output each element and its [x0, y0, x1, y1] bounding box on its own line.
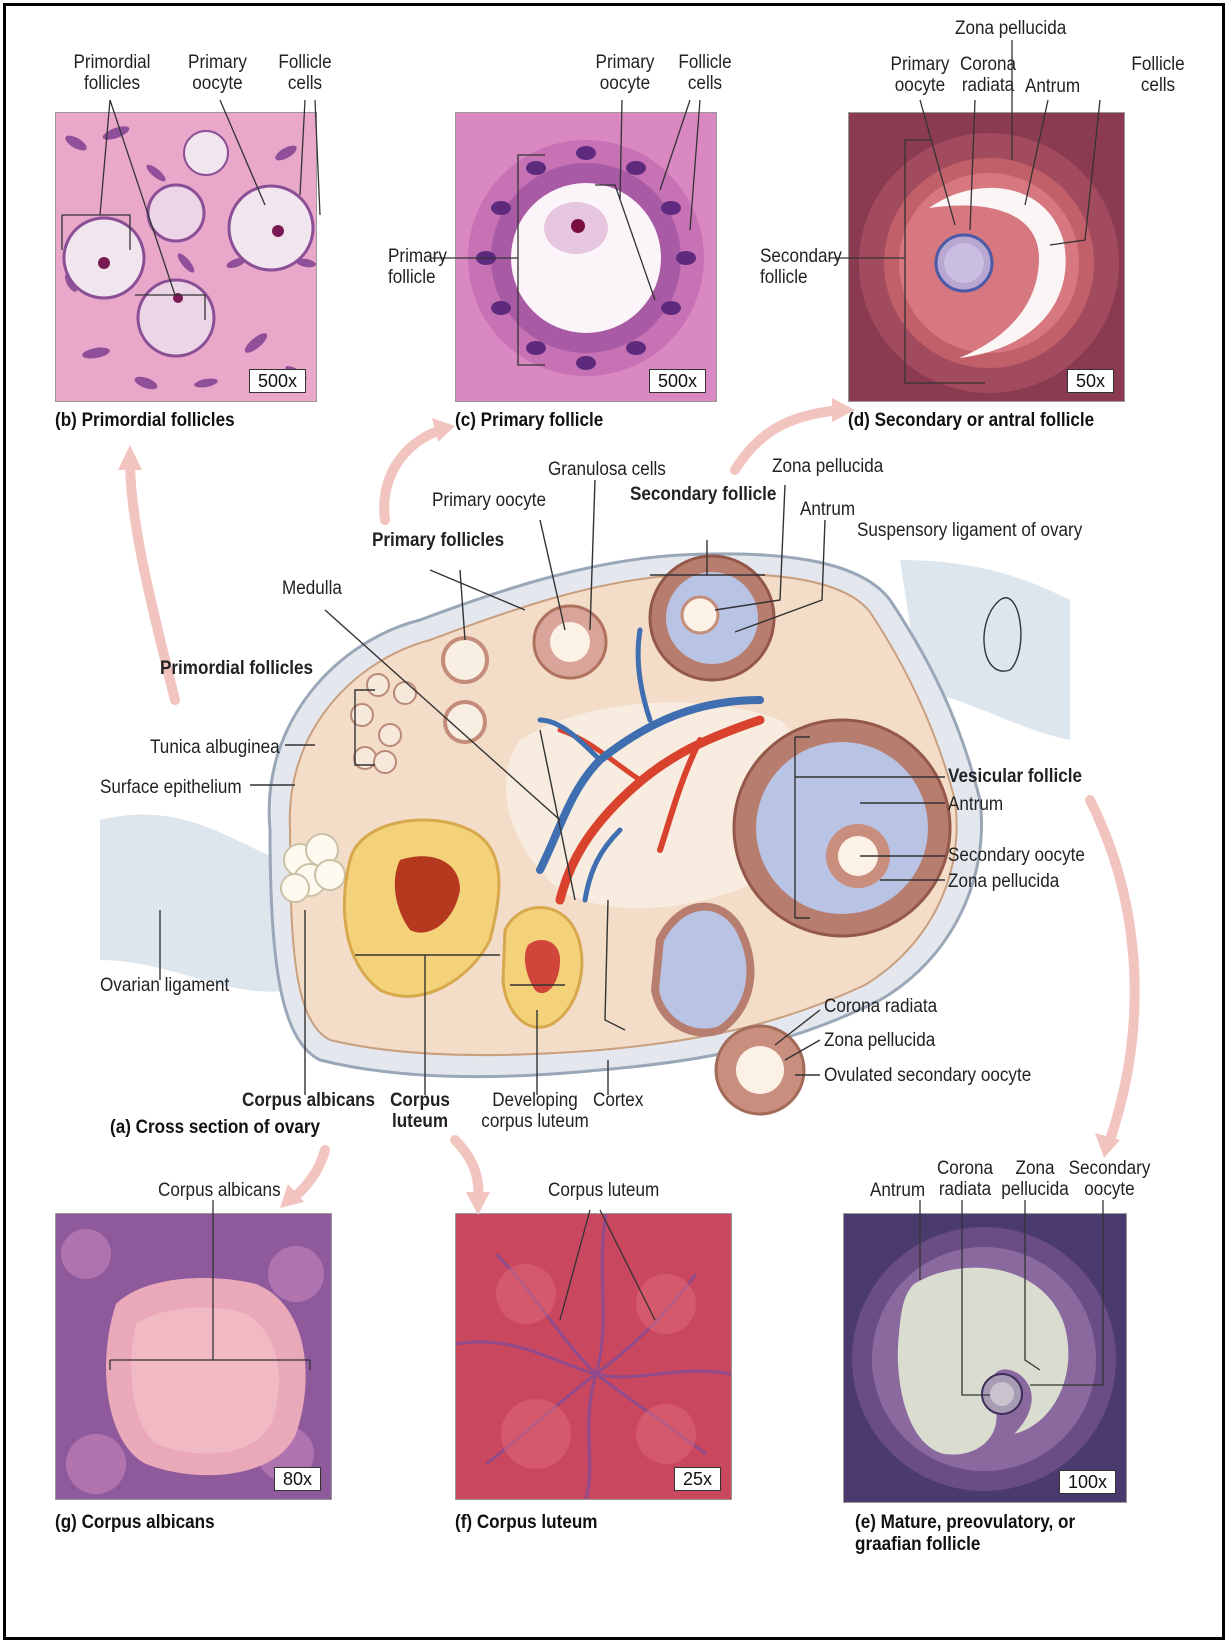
label-ovulated-secondary-oocyte: Ovulated secondary oocyte	[824, 1065, 1031, 1086]
label-secondary-follicle-ovary: Secondary follicle	[630, 484, 776, 505]
caption-b: (b) Primordial follicles	[55, 410, 235, 432]
label-ovarian-ligament: Ovarian ligament	[100, 975, 229, 996]
label-primary-oocyte-ovary: Primary oocyte	[432, 490, 546, 511]
label-antrum-top: Antrum	[800, 499, 855, 520]
label-developing-corpus-luteum: Developing corpus luteum	[472, 1090, 598, 1132]
caption-e: (e) Mature, preovulatory, or graafian fo…	[855, 1512, 1075, 1556]
label-corona-radiata-d: Corona radiata	[952, 54, 1024, 96]
label-follicle-cells-d: Follicle cells	[1122, 54, 1194, 96]
label-secondary-oocyte-right: Secondary oocyte	[948, 845, 1085, 866]
label-cortex: Cortex	[593, 1090, 643, 1111]
label-zona-pellucida-d: Zona pellucida	[955, 18, 1066, 39]
label-primary-oocyte-b: Primary oocyte	[175, 52, 261, 94]
label-antrum-right: Antrum	[948, 794, 1003, 815]
label-follicle-cells-c: Follicle cells	[669, 52, 741, 94]
label-vesicular-follicle: Vesicular follicle	[948, 766, 1082, 787]
label-tunica-albuginea: Tunica albuginea	[150, 737, 280, 758]
label-secondary-oocyte-e: Secondary oocyte	[1067, 1158, 1153, 1200]
caption-a: (a) Cross section of ovary	[110, 1117, 320, 1139]
label-zona-pellucida-top: Zona pellucida	[772, 456, 883, 477]
label-zona-pellucida-e: Zona pellucida	[999, 1158, 1071, 1200]
label-antrum-e: Antrum	[870, 1180, 925, 1201]
label-primordial-follicles-ovary: Primordial follicles	[160, 658, 313, 679]
caption-g: (g) Corpus albicans	[55, 1512, 215, 1534]
caption-d: (d) Secondary or antral follicle	[848, 410, 1094, 432]
label-granulosa-cells: Granulosa cells	[548, 459, 666, 480]
label-corona-radiata-e: Corona radiata	[929, 1158, 1001, 1200]
label-primary-follicle-c: Primary follicle	[388, 246, 447, 288]
label-medulla: Medulla	[282, 578, 342, 599]
label-corpus-albicans-ovary: Corpus albicans	[242, 1090, 375, 1111]
caption-f: (f) Corpus luteum	[455, 1512, 597, 1534]
label-primordial-follicles-b: Primordial follicles	[67, 52, 157, 94]
label-suspensory-ligament: Suspensory ligament of ovary	[857, 520, 1082, 541]
label-corpus-luteum-f: Corpus luteum	[548, 1180, 659, 1201]
label-zona-pellucida-right: Zona pellucida	[948, 871, 1059, 892]
label-corpus-luteum-ovary: Corpus luteum	[384, 1090, 456, 1132]
label-corona-radiata-ovulated: Corona radiata	[824, 996, 937, 1017]
label-antrum-d: Antrum	[1025, 76, 1080, 97]
label-primary-follicles-ovary: Primary follicles	[372, 530, 504, 551]
label-corpus-albicans-g: Corpus albicans	[158, 1180, 281, 1201]
label-primary-oocyte-d: Primary oocyte	[884, 54, 956, 96]
label-primary-oocyte-c: Primary oocyte	[589, 52, 661, 94]
caption-c: (c) Primary follicle	[455, 410, 603, 432]
label-follicle-cells-b: Follicle cells	[269, 52, 341, 94]
label-secondary-follicle-d: Secondary follicle	[760, 246, 842, 288]
label-zona-pellucida-ovulated: Zona pellucida	[824, 1030, 935, 1051]
label-surface-epithelium: Surface epithelium	[100, 777, 242, 798]
